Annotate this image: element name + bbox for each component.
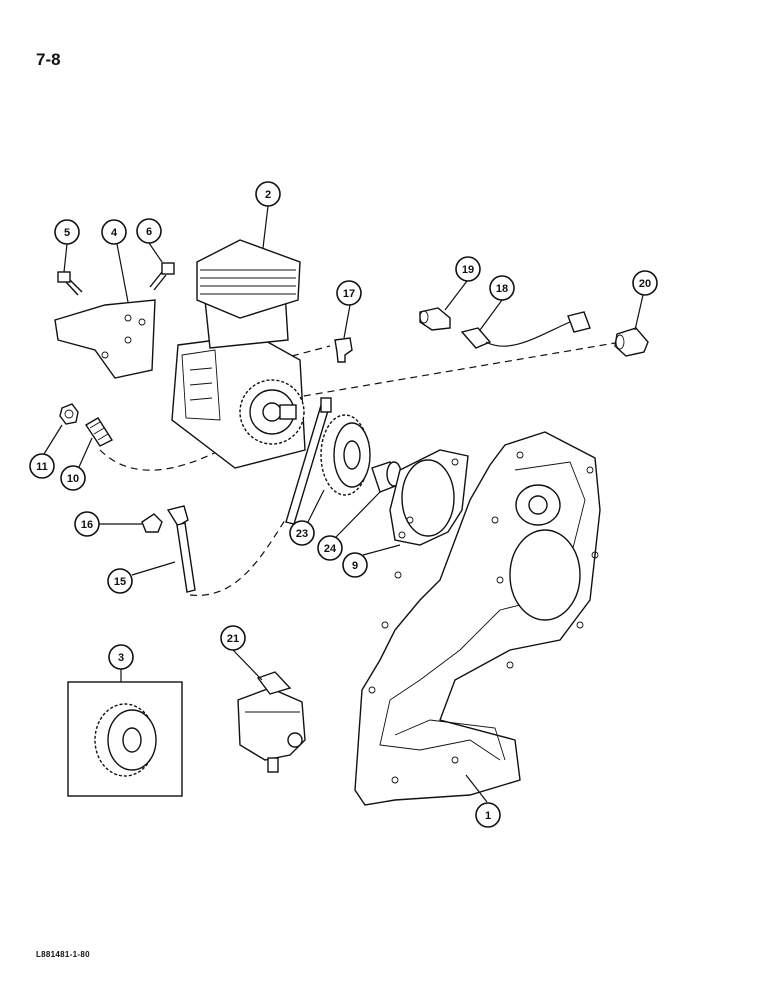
callout-24: 24 xyxy=(317,535,343,561)
svg-text:20: 20 xyxy=(639,278,651,290)
callout-19: 19 xyxy=(455,256,481,282)
callout-4: 4 xyxy=(101,219,127,245)
gasket-9 xyxy=(389,449,469,546)
governor-21 xyxy=(237,671,306,773)
callout-10: 10 xyxy=(60,465,86,491)
hose-15 xyxy=(166,505,196,593)
connector-19 xyxy=(419,307,451,331)
svg-text:10: 10 xyxy=(67,473,79,485)
callout-23: 23 xyxy=(289,520,315,546)
callout-6: 6 xyxy=(136,218,162,244)
svg-text:21: 21 xyxy=(227,633,239,645)
svg-text:4: 4 xyxy=(111,227,118,239)
svg-text:19: 19 xyxy=(462,264,474,276)
callout-17: 17 xyxy=(336,280,362,306)
callout-16: 16 xyxy=(74,511,100,537)
svg-text:17: 17 xyxy=(343,288,355,300)
svg-text:16: 16 xyxy=(81,519,93,531)
svg-text:2: 2 xyxy=(265,189,271,201)
svg-text:24: 24 xyxy=(324,543,337,555)
callout-5: 5 xyxy=(54,219,80,245)
air-compressor xyxy=(171,239,306,469)
elbow-fitting-20 xyxy=(614,327,649,357)
callout-15: 15 xyxy=(107,568,133,594)
bolt-6 xyxy=(149,262,175,291)
nut-11 xyxy=(59,403,79,425)
gear-23 xyxy=(320,414,371,496)
callout-1: 1 xyxy=(475,802,501,828)
callout-9: 9 xyxy=(342,552,368,578)
callout-2: 2 xyxy=(255,181,281,207)
svg-text:9: 9 xyxy=(352,560,358,572)
callout-18: 18 xyxy=(489,275,515,301)
figure-code: L881481-1-80 xyxy=(36,950,90,959)
callout-20: 20 xyxy=(632,270,658,296)
inset-gear-3 xyxy=(67,681,183,797)
leader-lines xyxy=(43,205,644,803)
mounting-bracket xyxy=(54,299,156,379)
bolt-5 xyxy=(57,271,83,296)
callout-3: 3 xyxy=(108,644,134,670)
fitting-16 xyxy=(141,513,163,533)
gear-housing xyxy=(354,431,601,806)
stud-10 xyxy=(85,417,114,447)
svg-text:5: 5 xyxy=(64,227,70,239)
svg-text:15: 15 xyxy=(114,576,126,588)
tube-assembly-18 xyxy=(460,311,591,349)
callout-11: 11 xyxy=(29,453,55,479)
svg-text:3: 3 xyxy=(118,652,124,664)
svg-text:23: 23 xyxy=(296,528,308,540)
callout-21: 21 xyxy=(220,625,246,651)
svg-text:6: 6 xyxy=(146,226,152,238)
elbow-fitting-17 xyxy=(334,337,353,363)
svg-text:18: 18 xyxy=(496,283,508,295)
page-number: 7-8 xyxy=(36,50,61,69)
svg-text:1: 1 xyxy=(485,810,491,822)
dashed-routing-lines xyxy=(99,342,616,596)
svg-text:11: 11 xyxy=(36,461,48,473)
